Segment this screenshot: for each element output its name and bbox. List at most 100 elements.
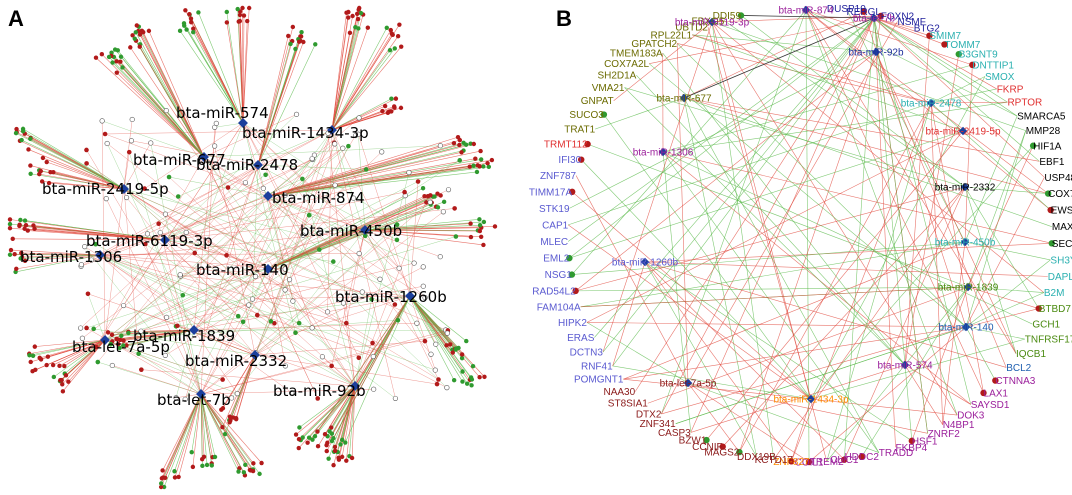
- target-node: [309, 156, 315, 162]
- target-node: [336, 457, 342, 462]
- target-node: [235, 6, 240, 12]
- target-node: [445, 187, 452, 193]
- edge: [692, 34, 932, 104]
- gene-label: TREM2: [810, 457, 844, 468]
- edge: [164, 158, 313, 241]
- target-node: [395, 317, 401, 323]
- target-node: [99, 51, 105, 57]
- edge: [164, 239, 447, 388]
- gene-label: SAYSD1: [971, 400, 1010, 411]
- edge: [99, 159, 313, 256]
- target-node: [390, 32, 395, 37]
- target-node: [492, 224, 498, 229]
- target-node: [310, 437, 315, 442]
- target-node: [163, 107, 169, 114]
- gene-label: MMP28: [1026, 126, 1061, 137]
- target-node: [60, 382, 65, 387]
- target-node: [103, 196, 109, 202]
- gene-label: GCH1: [1032, 320, 1060, 331]
- edge: [254, 354, 438, 385]
- edge: [15, 254, 101, 273]
- edge: [200, 393, 262, 464]
- target-node: [37, 355, 42, 361]
- target-node: [225, 185, 231, 190]
- edge: [200, 304, 249, 395]
- edge: [312, 385, 356, 440]
- edge: [331, 129, 396, 399]
- gene-label: IQCB1: [1016, 349, 1046, 360]
- edge: [191, 393, 202, 453]
- target-node: [467, 164, 472, 169]
- mirna-hub-label: bta-miR-2478: [196, 156, 298, 174]
- edge: [32, 339, 106, 372]
- target-node: [452, 206, 457, 211]
- target-node: [438, 193, 443, 198]
- edge: [192, 393, 202, 467]
- edge: [964, 186, 1039, 309]
- edge: [193, 329, 238, 394]
- edge: [257, 164, 300, 324]
- edge: [162, 393, 202, 471]
- edge: [711, 21, 828, 462]
- edge: [104, 145, 349, 341]
- target-node: [85, 291, 91, 297]
- target-node: [478, 234, 484, 239]
- target-node: [477, 375, 482, 380]
- edge: [967, 130, 1026, 288]
- target-node: [478, 148, 483, 154]
- target-node: [93, 344, 99, 350]
- target-node: [190, 464, 196, 470]
- target-node: [14, 266, 19, 272]
- target-node: [340, 300, 347, 306]
- target-node: [62, 363, 67, 369]
- target-node: [380, 108, 385, 114]
- edge: [104, 236, 456, 341]
- target-node: [441, 199, 447, 205]
- edge: [964, 115, 1018, 243]
- edge: [164, 239, 363, 293]
- target-node: [22, 258, 28, 264]
- edge: [873, 17, 1018, 117]
- target-node: [227, 414, 233, 419]
- edge: [967, 145, 1034, 288]
- edge: [571, 9, 807, 275]
- target-node: [177, 28, 183, 34]
- edge: [200, 330, 448, 395]
- edge: [873, 17, 972, 405]
- target-node: [136, 351, 141, 357]
- target-node: [118, 54, 124, 59]
- edge: [10, 249, 101, 256]
- edge: [267, 150, 481, 197]
- target-node: [183, 229, 189, 235]
- mirna-node: [961, 322, 971, 332]
- mirna-hub-label: bta-miR-574: [176, 104, 269, 122]
- gene-label: N4BP1: [943, 420, 975, 431]
- edge: [662, 151, 1052, 244]
- gene-label: IFI30: [558, 155, 581, 166]
- edge: [214, 122, 244, 128]
- gene-label: TRMT112: [544, 140, 588, 151]
- edge: [964, 186, 1017, 354]
- gene-label: BTG2: [914, 24, 941, 35]
- edge: [331, 34, 393, 131]
- edge: [711, 21, 775, 460]
- edge: [136, 25, 205, 158]
- target-node: [338, 442, 343, 447]
- edge: [135, 32, 205, 158]
- edge: [112, 365, 202, 395]
- edge: [164, 172, 410, 241]
- edge: [724, 20, 966, 188]
- target-node: [388, 27, 393, 33]
- edge: [404, 195, 411, 297]
- target-node: [489, 157, 495, 163]
- target-node: [460, 369, 465, 374]
- edge: [805, 9, 810, 463]
- edge: [116, 72, 205, 158]
- target-node: [296, 436, 302, 442]
- gene-label: FOXN2: [881, 11, 915, 22]
- edge: [178, 393, 202, 478]
- edge: [675, 326, 967, 424]
- edge: [30, 165, 125, 190]
